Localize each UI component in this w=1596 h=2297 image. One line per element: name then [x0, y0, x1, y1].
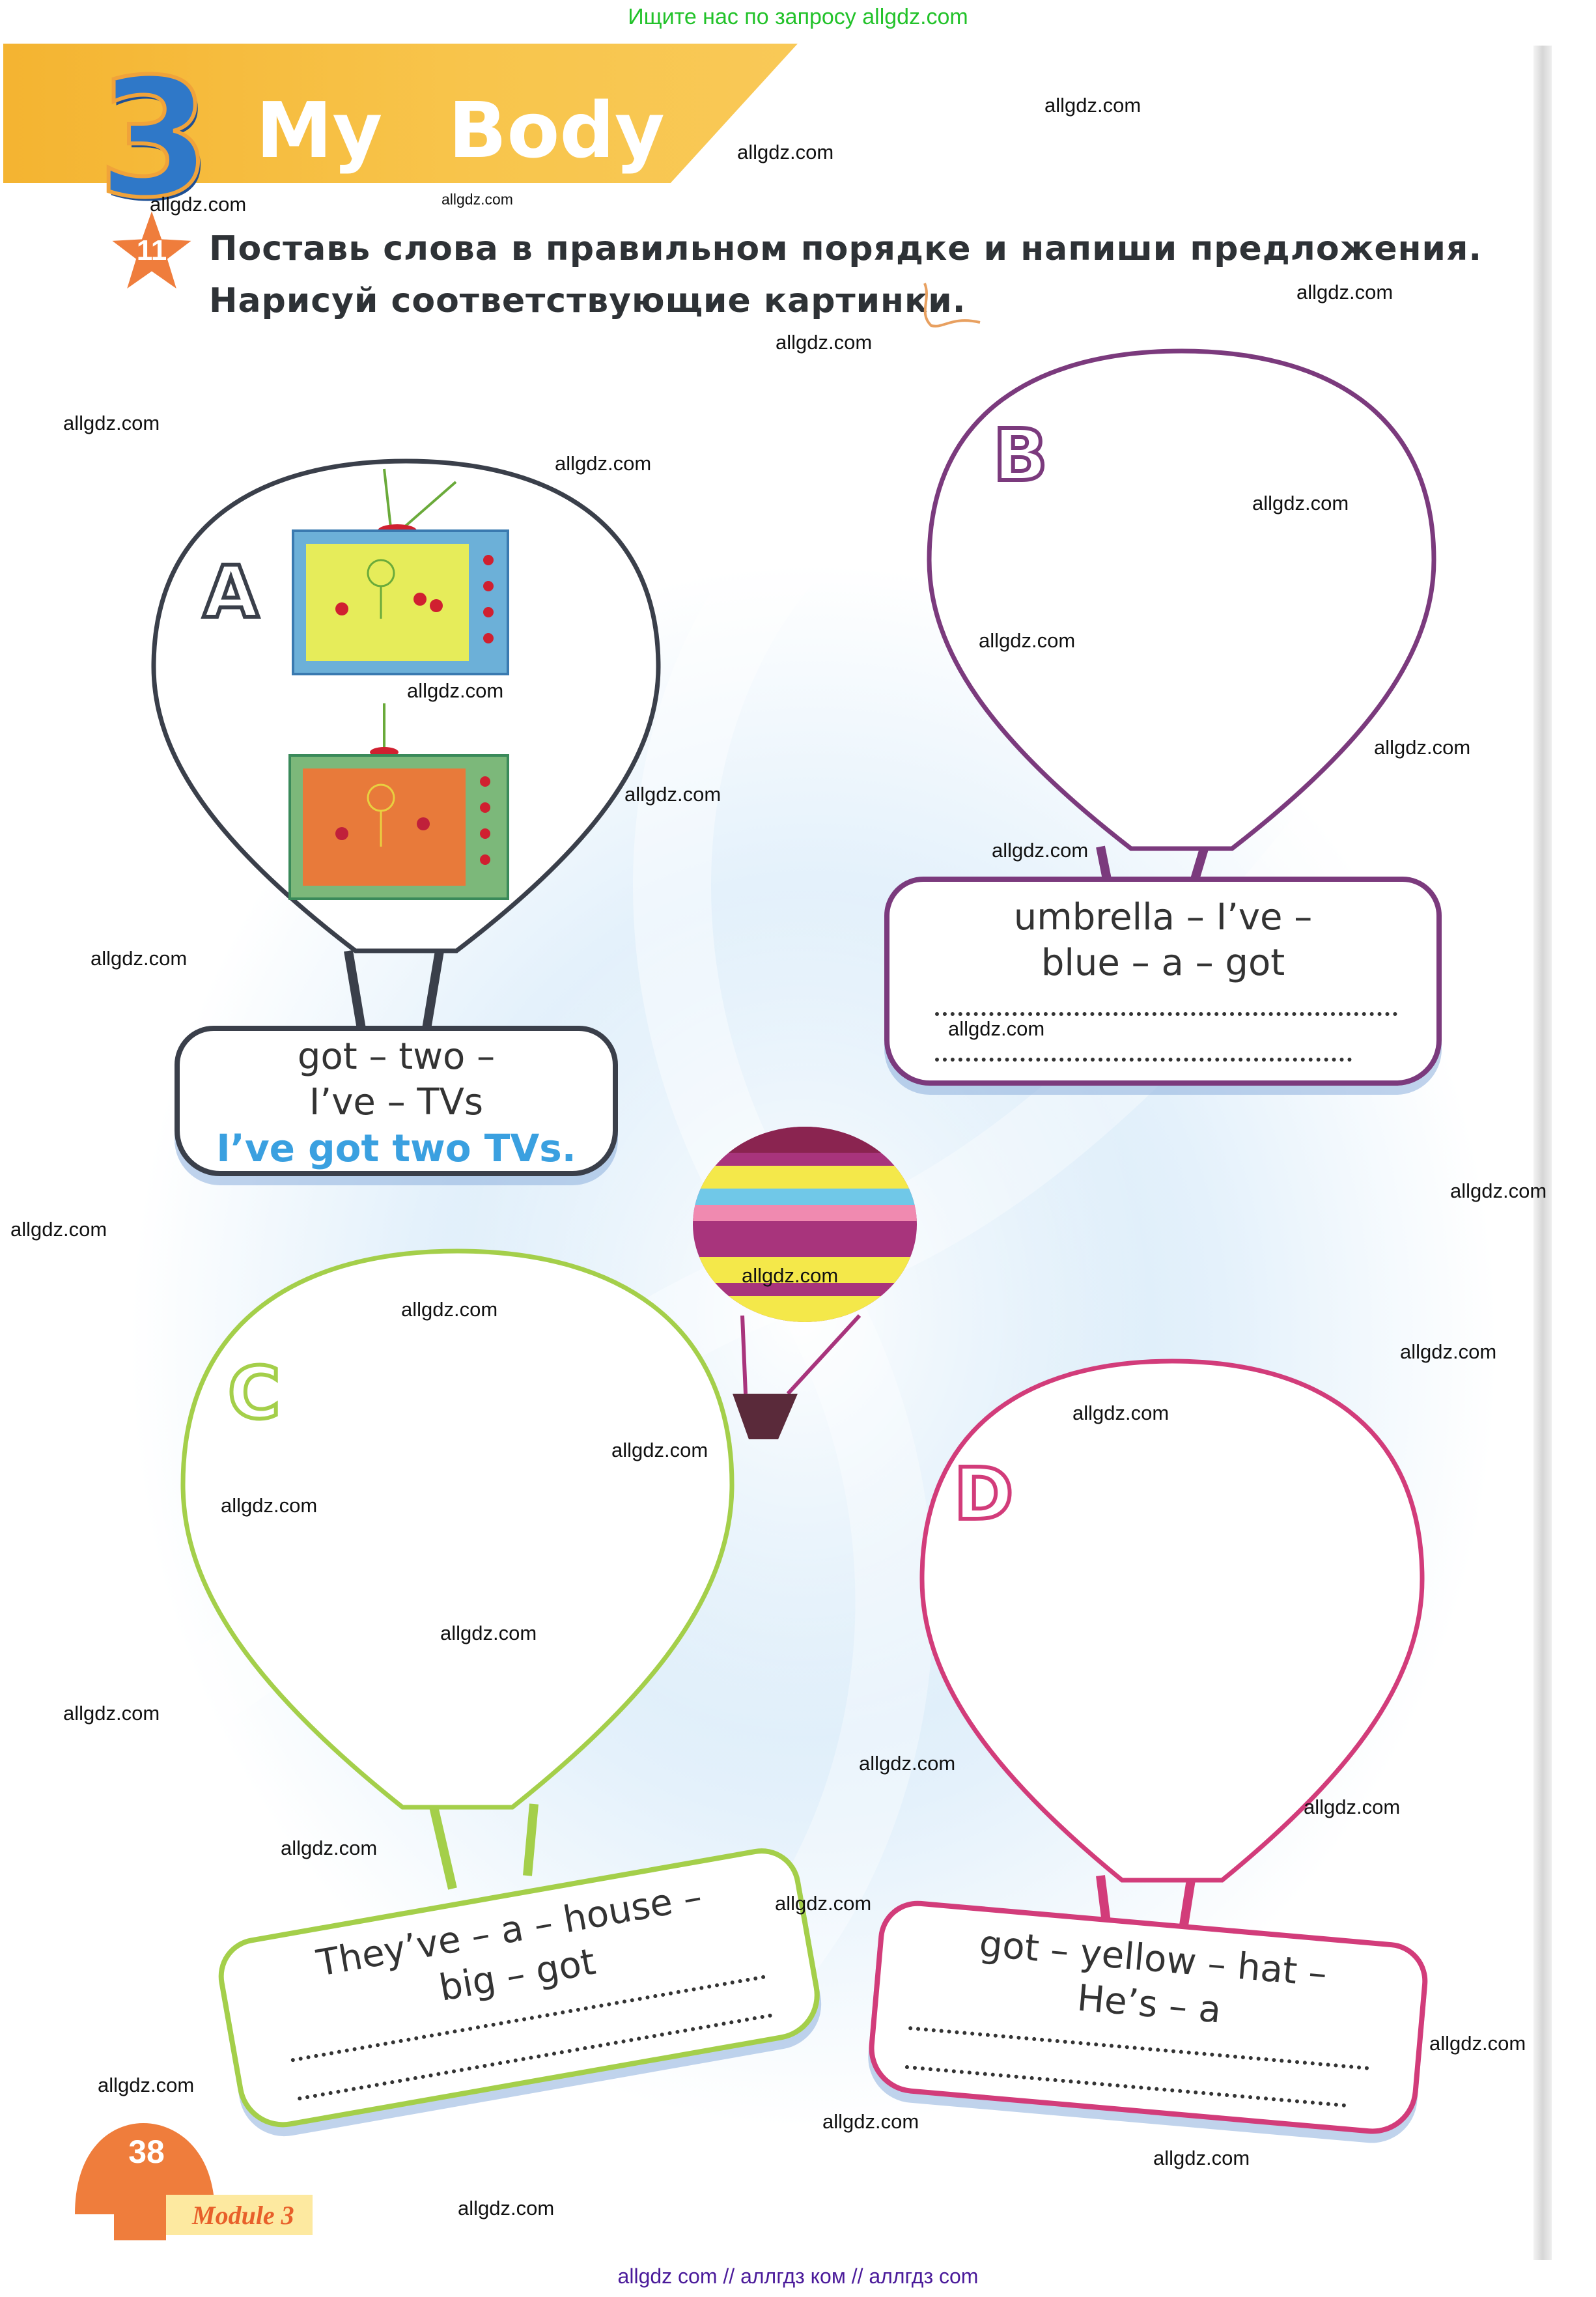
watermark: allgdz.com: [1450, 1179, 1547, 1202]
watermark: allgdz.com: [624, 783, 721, 806]
pencil-icon: [923, 283, 981, 328]
page-edge: [1533, 46, 1552, 2260]
balloon-a-words-box: got – two – I’ve – TVs I’ve got two TVs.: [175, 1026, 618, 1176]
watermark: allgdz.com: [1374, 736, 1471, 759]
watermark: allgdz.com: [979, 629, 1076, 652]
watermark: allgdz.com: [992, 839, 1089, 862]
balloon-rope: [523, 1803, 539, 1876]
watermark: allgdz.com: [775, 1892, 872, 1915]
unit-header-band: [3, 44, 798, 183]
watermark: allgdz.com: [458, 2197, 555, 2219]
watermark: allgdz.com: [441, 191, 513, 208]
watermark: allgdz.com: [611, 1439, 708, 1461]
watermark: allgdz.com: [859, 1752, 956, 1775]
balloon-b-words-line2: blue – a – got: [1041, 942, 1285, 984]
balloon-d-letter: D: [952, 1450, 1015, 1538]
task-number: 11: [136, 234, 167, 266]
balloon-b-words-box: umbrella – I’ve – blue – a – got: [884, 877, 1442, 1086]
tv-drawing-2: [288, 703, 509, 900]
module-label: Module 3: [192, 2201, 294, 2230]
balloon-b-words-line1: umbrella – I’ve –: [1013, 896, 1313, 938]
unit-number: 3: [96, 44, 213, 233]
balloon-a-drawing-area[interactable]: [151, 458, 661, 953]
page-number: 38: [128, 2134, 165, 2170]
task-instruction-line1: Поставь слова в правильном порядке и нап…: [209, 229, 1483, 268]
watermark: allgdz.com: [555, 452, 652, 475]
watermark: allgdz.com: [776, 331, 873, 354]
watermark: allgdz.com: [737, 141, 834, 163]
task-star-icon: [112, 211, 191, 289]
balloon-b-answer-line1[interactable]: [935, 1012, 1397, 1016]
balloon-c-drawing-area[interactable]: [180, 1248, 735, 1810]
watermark: allgdz.com: [63, 412, 160, 434]
watermark: allgdz.com: [98, 2074, 195, 2096]
watermark: allgdz.com: [742, 1264, 839, 1287]
balloon-rope: [1190, 845, 1209, 881]
watermark: allgdz.com: [10, 1218, 107, 1241]
balloon-b-answer-line2[interactable]: [935, 1058, 1352, 1062]
watermark: allgdz.com: [221, 1494, 318, 1517]
watermark: allgdz.com: [1304, 1796, 1401, 1818]
watermark: allgdz.com: [1400, 1340, 1497, 1363]
watermark: allgdz.com: [1072, 1402, 1169, 1424]
watermark: allgdz.com: [1429, 2032, 1526, 2055]
balloon-a-letter: A: [201, 548, 260, 636]
watermark: allgdz.com: [822, 2110, 919, 2133]
watermark: allgdz.com: [281, 1837, 378, 1859]
watermark: allgdz.com: [63, 1702, 160, 1725]
watermark: allgdz.com: [1044, 94, 1141, 117]
unit-title: My Body: [256, 85, 665, 175]
watermark: allgdz.com: [1296, 281, 1393, 303]
balloon-b-drawing-area[interactable]: [927, 348, 1436, 851]
balloon-rope: [1096, 845, 1112, 881]
bottom-banner[interactable]: allgdz com // аллгдз ком // аллгдз com: [617, 2264, 979, 2288]
search-banner[interactable]: Ищите нас по запросу allgdz.com: [628, 5, 968, 29]
balloon-c-letter: C: [226, 1349, 283, 1437]
watermark: allgdz.com: [1252, 492, 1349, 514]
balloon-rope: [344, 950, 366, 1030]
watermark: allgdz.com: [948, 1017, 1045, 1040]
tv-drawing-1: [292, 468, 509, 675]
watermark: allgdz.com: [150, 193, 247, 216]
watermark: allgdz.com: [401, 1298, 498, 1321]
balloon-a-answer[interactable]: I’ve got two TVs.: [216, 1126, 576, 1170]
watermark: allgdz.com: [1153, 2147, 1250, 2169]
page-number-badge: [75, 2123, 313, 2240]
balloon-a-words-line1: got – two –: [297, 1036, 496, 1078]
watermark: allgdz.com: [440, 1622, 537, 1644]
task-instruction-line2: Нарисуй соответствующие картинки.: [209, 281, 966, 320]
balloon-b-letter: B: [991, 412, 1050, 499]
balloon-rope: [422, 950, 444, 1030]
balloon-d-drawing-area[interactable]: [919, 1359, 1425, 1883]
watermark: allgdz.com: [91, 947, 188, 970]
balloon-a-words-line2: I’ve – TVs: [309, 1081, 484, 1123]
watermark: allgdz.com: [407, 679, 504, 702]
balloon-rope: [428, 1803, 457, 1890]
